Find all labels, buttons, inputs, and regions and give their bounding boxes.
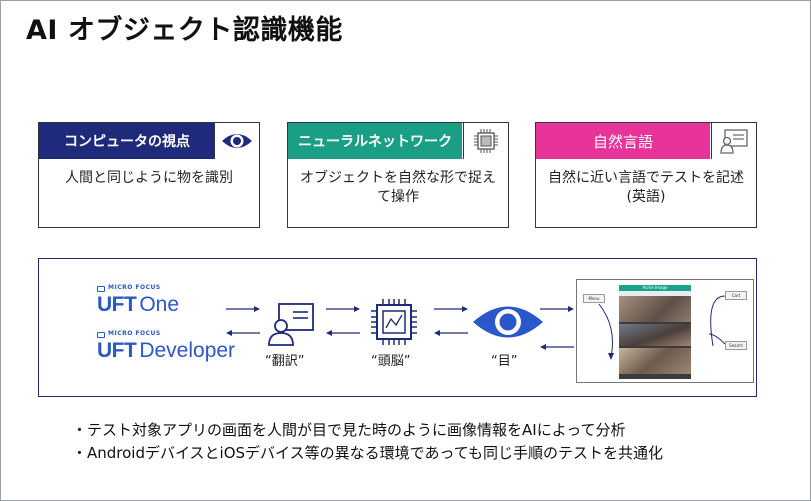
app-subbar — [619, 291, 691, 296]
card-heading: 自然言語 — [536, 123, 710, 159]
product-image — [619, 348, 691, 374]
product-image — [619, 324, 691, 346]
micro-focus-icon — [97, 286, 105, 292]
product-name: UFT — [97, 293, 137, 316]
eye-icon — [214, 123, 259, 159]
pointer-line-icon — [708, 295, 726, 347]
brain-chip-icon — [371, 299, 417, 345]
brand-label: MICRO FOCUS — [108, 284, 161, 291]
bullet-list: ・テスト対象アプリの画面を人間が目で見た時のように画像情報をAIによって分析 ・… — [72, 419, 663, 465]
arrow-pair-icon — [434, 306, 468, 336]
product-name: UFT — [97, 339, 137, 362]
chip-icon — [463, 123, 508, 159]
card-description: オブジェクトを自然な形で捉えて操作 — [300, 170, 496, 205]
search-button[interactable]: Search — [725, 341, 747, 350]
arrow-pair-icon — [326, 306, 360, 336]
card-neural-network: ニューラルネットワーク オブジェクトを自然な形で捉えて操作 — [287, 122, 509, 228]
arrow-pair-icon — [226, 306, 260, 336]
translate-label: “翻訳” — [265, 354, 305, 369]
uft-developer-logo: MICRO FOCUS UFT Developer — [97, 331, 236, 363]
app-header-bar: Acme Image — [619, 285, 691, 291]
pointer-line-icon — [598, 303, 614, 360]
translator-icon — [268, 303, 314, 346]
presenter-icon — [711, 123, 756, 159]
card-description: 人間と同じように物を識別 — [65, 170, 233, 186]
bullet-item: ・テスト対象アプリの画面を人間が目で見た時のように画像情報をAIによって分析 — [72, 421, 626, 439]
eye-label: “目” — [491, 354, 518, 369]
card-heading: コンピュータの視点 — [39, 123, 215, 159]
card-natural-language: 自然言語 自然に近い言語でテストを記述(英語) — [535, 122, 757, 228]
flow-diagram: MICRO FOCUS UFT One MICRO FOCUS UFT Deve… — [38, 258, 757, 397]
arrow-pair-icon — [540, 306, 574, 350]
uft-one-logo: MICRO FOCUS UFT One — [97, 285, 180, 317]
card-description: 自然に近い言語でテストを記述(英語) — [548, 170, 744, 205]
card-computer-vision: コンピュータの視点 人間と同じように物を識別 — [38, 122, 260, 228]
bullet-item: ・AndroidデバイスとiOSデバイス等の異なる環境であっても同じ手順のテスト… — [72, 444, 663, 462]
brain-label: “頭脳” — [371, 354, 411, 369]
product-suffix: One — [139, 293, 180, 316]
cart-button[interactable]: Cart — [725, 291, 747, 300]
micro-focus-icon — [97, 332, 105, 338]
slide-title: AI オブジェクト認識機能 — [26, 15, 343, 46]
app-header-title: Acme Image — [642, 285, 668, 290]
eye-icon — [473, 306, 543, 338]
brand-label: MICRO FOCUS — [108, 330, 161, 337]
product-image — [619, 296, 691, 322]
card-heading: ニューラルネットワーク — [288, 123, 462, 159]
phone-preview: Acme Image — [619, 285, 691, 379]
menu-button[interactable]: Menu — [583, 294, 605, 303]
app-screenshot: Acme Image Menu Cart Search — [576, 279, 754, 383]
product-suffix: Developer — [139, 339, 236, 362]
